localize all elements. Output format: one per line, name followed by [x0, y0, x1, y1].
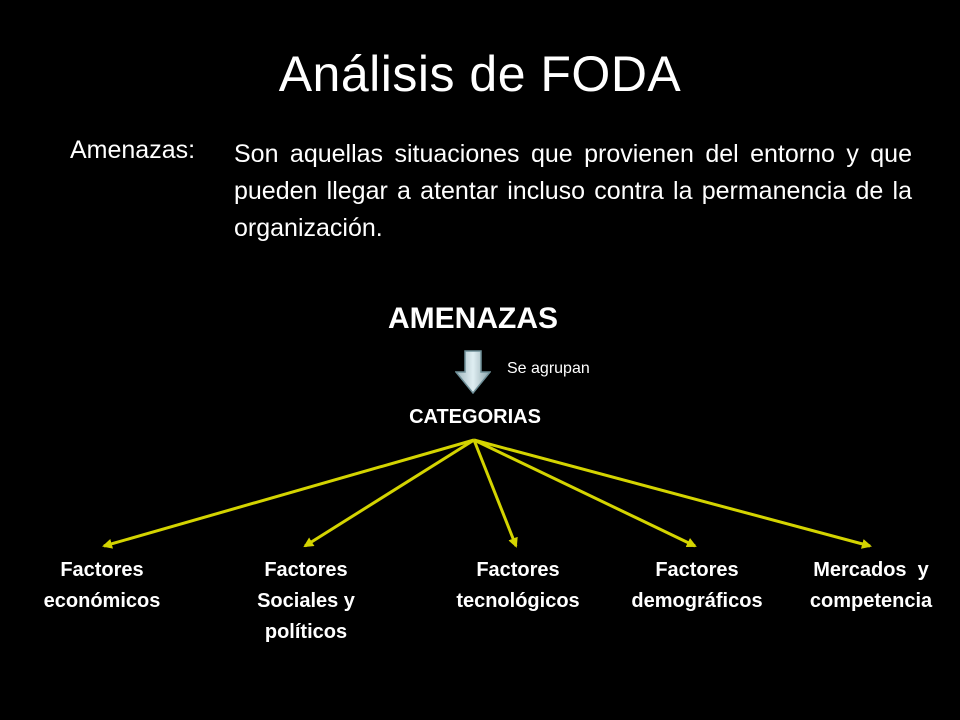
categories-hub: CATEGORIAS — [409, 406, 541, 428]
factor-line: demográficos — [631, 590, 763, 612]
connector-tecnologicos — [472, 439, 518, 548]
diagram-heading: AMENAZAS — [388, 302, 558, 335]
connector-mercados — [473, 438, 872, 549]
factor-economicos: Factores económicos — [17, 555, 187, 617]
factor-sociales: Factores Sociales y políticos — [221, 555, 391, 648]
connector-demograficos — [473, 438, 697, 548]
factor-line: Factores — [60, 559, 144, 581]
factor-line: competencia — [809, 590, 933, 612]
factor-mercados: Mercados y competencia — [786, 555, 956, 617]
factor-line: Factores — [655, 559, 739, 581]
arrow-label: Se agrupan — [507, 360, 590, 377]
down-arrow-icon — [455, 350, 491, 394]
factor-tecnologicos: Factores tecnológicos — [433, 555, 603, 617]
slide-title: Análisis de FODA — [278, 46, 682, 102]
factor-line: económicos — [43, 590, 161, 612]
connector-economicos — [102, 438, 475, 549]
factor-demograficos: Factores demográficos — [612, 555, 782, 617]
connector-sociales — [303, 438, 475, 548]
factor-line: tecnológicos — [456, 590, 580, 612]
factor-line: Sociales y — [257, 590, 355, 612]
definition-term: Amenazas: — [70, 136, 196, 164]
factor-line: políticos — [264, 621, 348, 643]
factor-line: Factores — [264, 559, 348, 581]
factor-line: Factores — [476, 559, 560, 581]
factor-line: Mercados y — [813, 559, 929, 581]
definition-text: Son aquellas situaciones que provienen d… — [234, 140, 912, 242]
